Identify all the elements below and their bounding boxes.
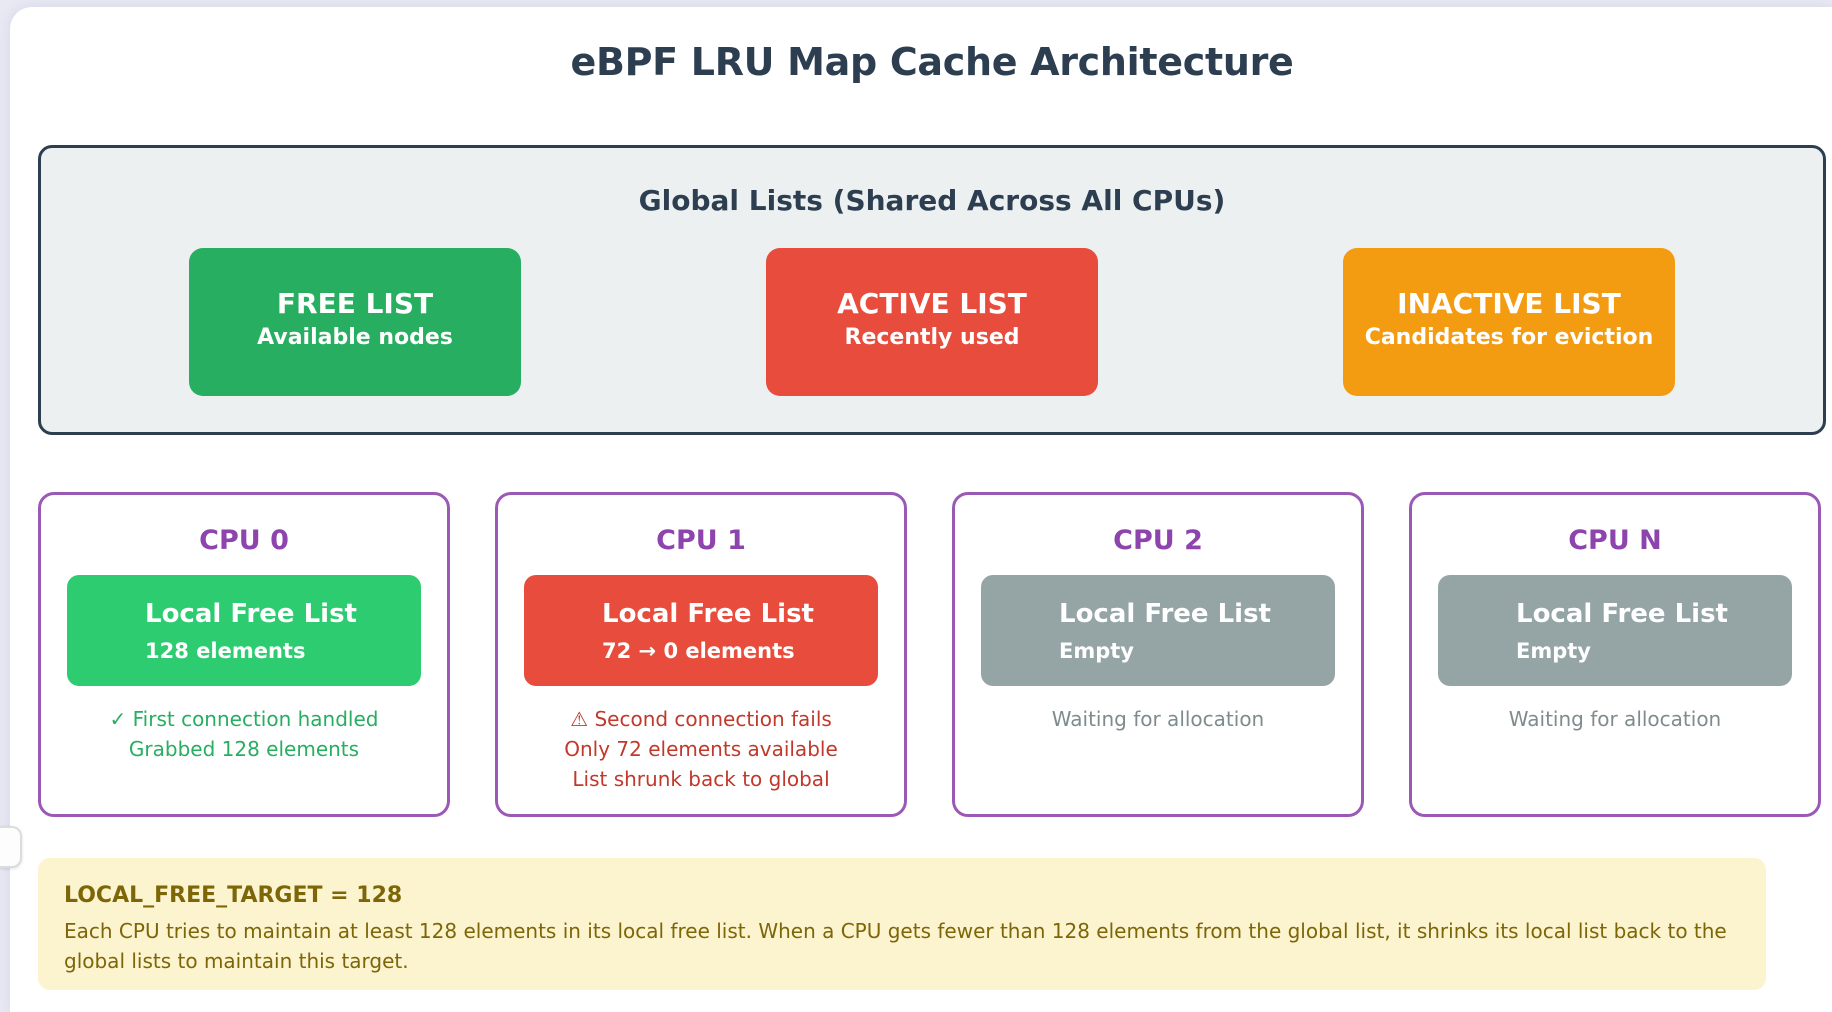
inactive-list-title: INACTIVE LIST — [1397, 287, 1621, 320]
cpu-n-title: CPU N — [1568, 525, 1662, 556]
inactive-list-subtitle: Candidates for eviction — [1364, 325, 1654, 350]
free-list-subtitle: Available nodes — [257, 325, 453, 350]
warning-icon: ⚠ — [570, 707, 589, 731]
free-list-box: FREE LIST Available nodes — [189, 248, 521, 396]
local-free-list-count: 72 → 0 elements — [602, 639, 795, 663]
cpu-2-title: CPU 2 — [1113, 525, 1203, 556]
status-line: ✓ First connection handled — [109, 707, 379, 731]
local-free-list-count: Empty — [1516, 639, 1591, 663]
collapsed-panel-handle[interactable] — [0, 826, 22, 868]
cpu-2-local-free-list: Local Free List Empty — [981, 575, 1335, 686]
cpu-1-title: CPU 1 — [656, 525, 746, 556]
global-lists-section: Global Lists (Shared Across All CPUs) FR… — [38, 145, 1826, 435]
cpu-cards-row: CPU 0 Local Free List 128 elements ✓ Fir… — [38, 492, 1826, 817]
status-line: Waiting for allocation — [1051, 707, 1265, 731]
cpu-2-status: Waiting for allocation — [955, 704, 1361, 734]
status-line: Waiting for allocation — [1508, 707, 1722, 731]
cpu-1-status: ⚠ Second connection fails Only 72 elemen… — [498, 704, 904, 794]
local-free-list-title: Local Free List — [1059, 599, 1271, 629]
check-icon: ✓ — [109, 707, 127, 731]
cpu-n-card: CPU N Local Free List Empty Waiting for … — [1409, 492, 1821, 817]
note-body: Each CPU tries to maintain at least 128 … — [64, 919, 1727, 973]
status-line: Grabbed 128 elements — [128, 737, 360, 761]
active-list-subtitle: Recently used — [844, 325, 1020, 350]
cpu-n-local-free-list: Local Free List Empty — [1438, 575, 1792, 686]
cpu-0-status: ✓ First connection handled Grabbed 128 e… — [41, 704, 447, 764]
status-line: ⚠ Second connection fails — [570, 707, 832, 731]
status-line: List shrunk back to global — [572, 767, 830, 791]
local-free-list-count: 128 elements — [145, 639, 306, 663]
status-line: Only 72 elements available — [564, 737, 838, 761]
cpu-n-status: Waiting for allocation — [1412, 704, 1818, 734]
global-lists-heading: Global Lists (Shared Across All CPUs) — [638, 184, 1226, 217]
inactive-list-box: INACTIVE LIST Candidates for eviction — [1343, 248, 1675, 396]
local-free-list-title: Local Free List — [1516, 599, 1728, 629]
global-lists-row: FREE LIST Available nodes ACTIVE LIST Re… — [41, 248, 1823, 396]
cpu-0-title: CPU 0 — [199, 525, 289, 556]
local-free-list-title: Local Free List — [602, 599, 814, 629]
note-title: LOCAL_FREE_TARGET = 128 — [64, 883, 403, 908]
local-free-target-note: LOCAL_FREE_TARGET = 128 Each CPU tries t… — [38, 858, 1766, 990]
local-free-list-count: Empty — [1059, 639, 1134, 663]
cpu-0-card: CPU 0 Local Free List 128 elements ✓ Fir… — [38, 492, 450, 817]
cpu-2-card: CPU 2 Local Free List Empty Waiting for … — [952, 492, 1364, 817]
cpu-1-card: CPU 1 Local Free List 72 → 0 elements ⚠ … — [495, 492, 907, 817]
active-list-title: ACTIVE LIST — [837, 287, 1027, 320]
diagram-content: eBPF LRU Map Cache Architecture Global L… — [38, 0, 1826, 990]
cpu-1-local-free-list: Local Free List 72 → 0 elements — [524, 575, 878, 686]
local-free-list-title: Local Free List — [145, 599, 357, 629]
page-title: eBPF LRU Map Cache Architecture — [570, 40, 1294, 84]
free-list-title: FREE LIST — [276, 287, 434, 320]
cpu-0-local-free-list: Local Free List 128 elements — [67, 575, 421, 686]
active-list-box: ACTIVE LIST Recently used — [766, 248, 1098, 396]
